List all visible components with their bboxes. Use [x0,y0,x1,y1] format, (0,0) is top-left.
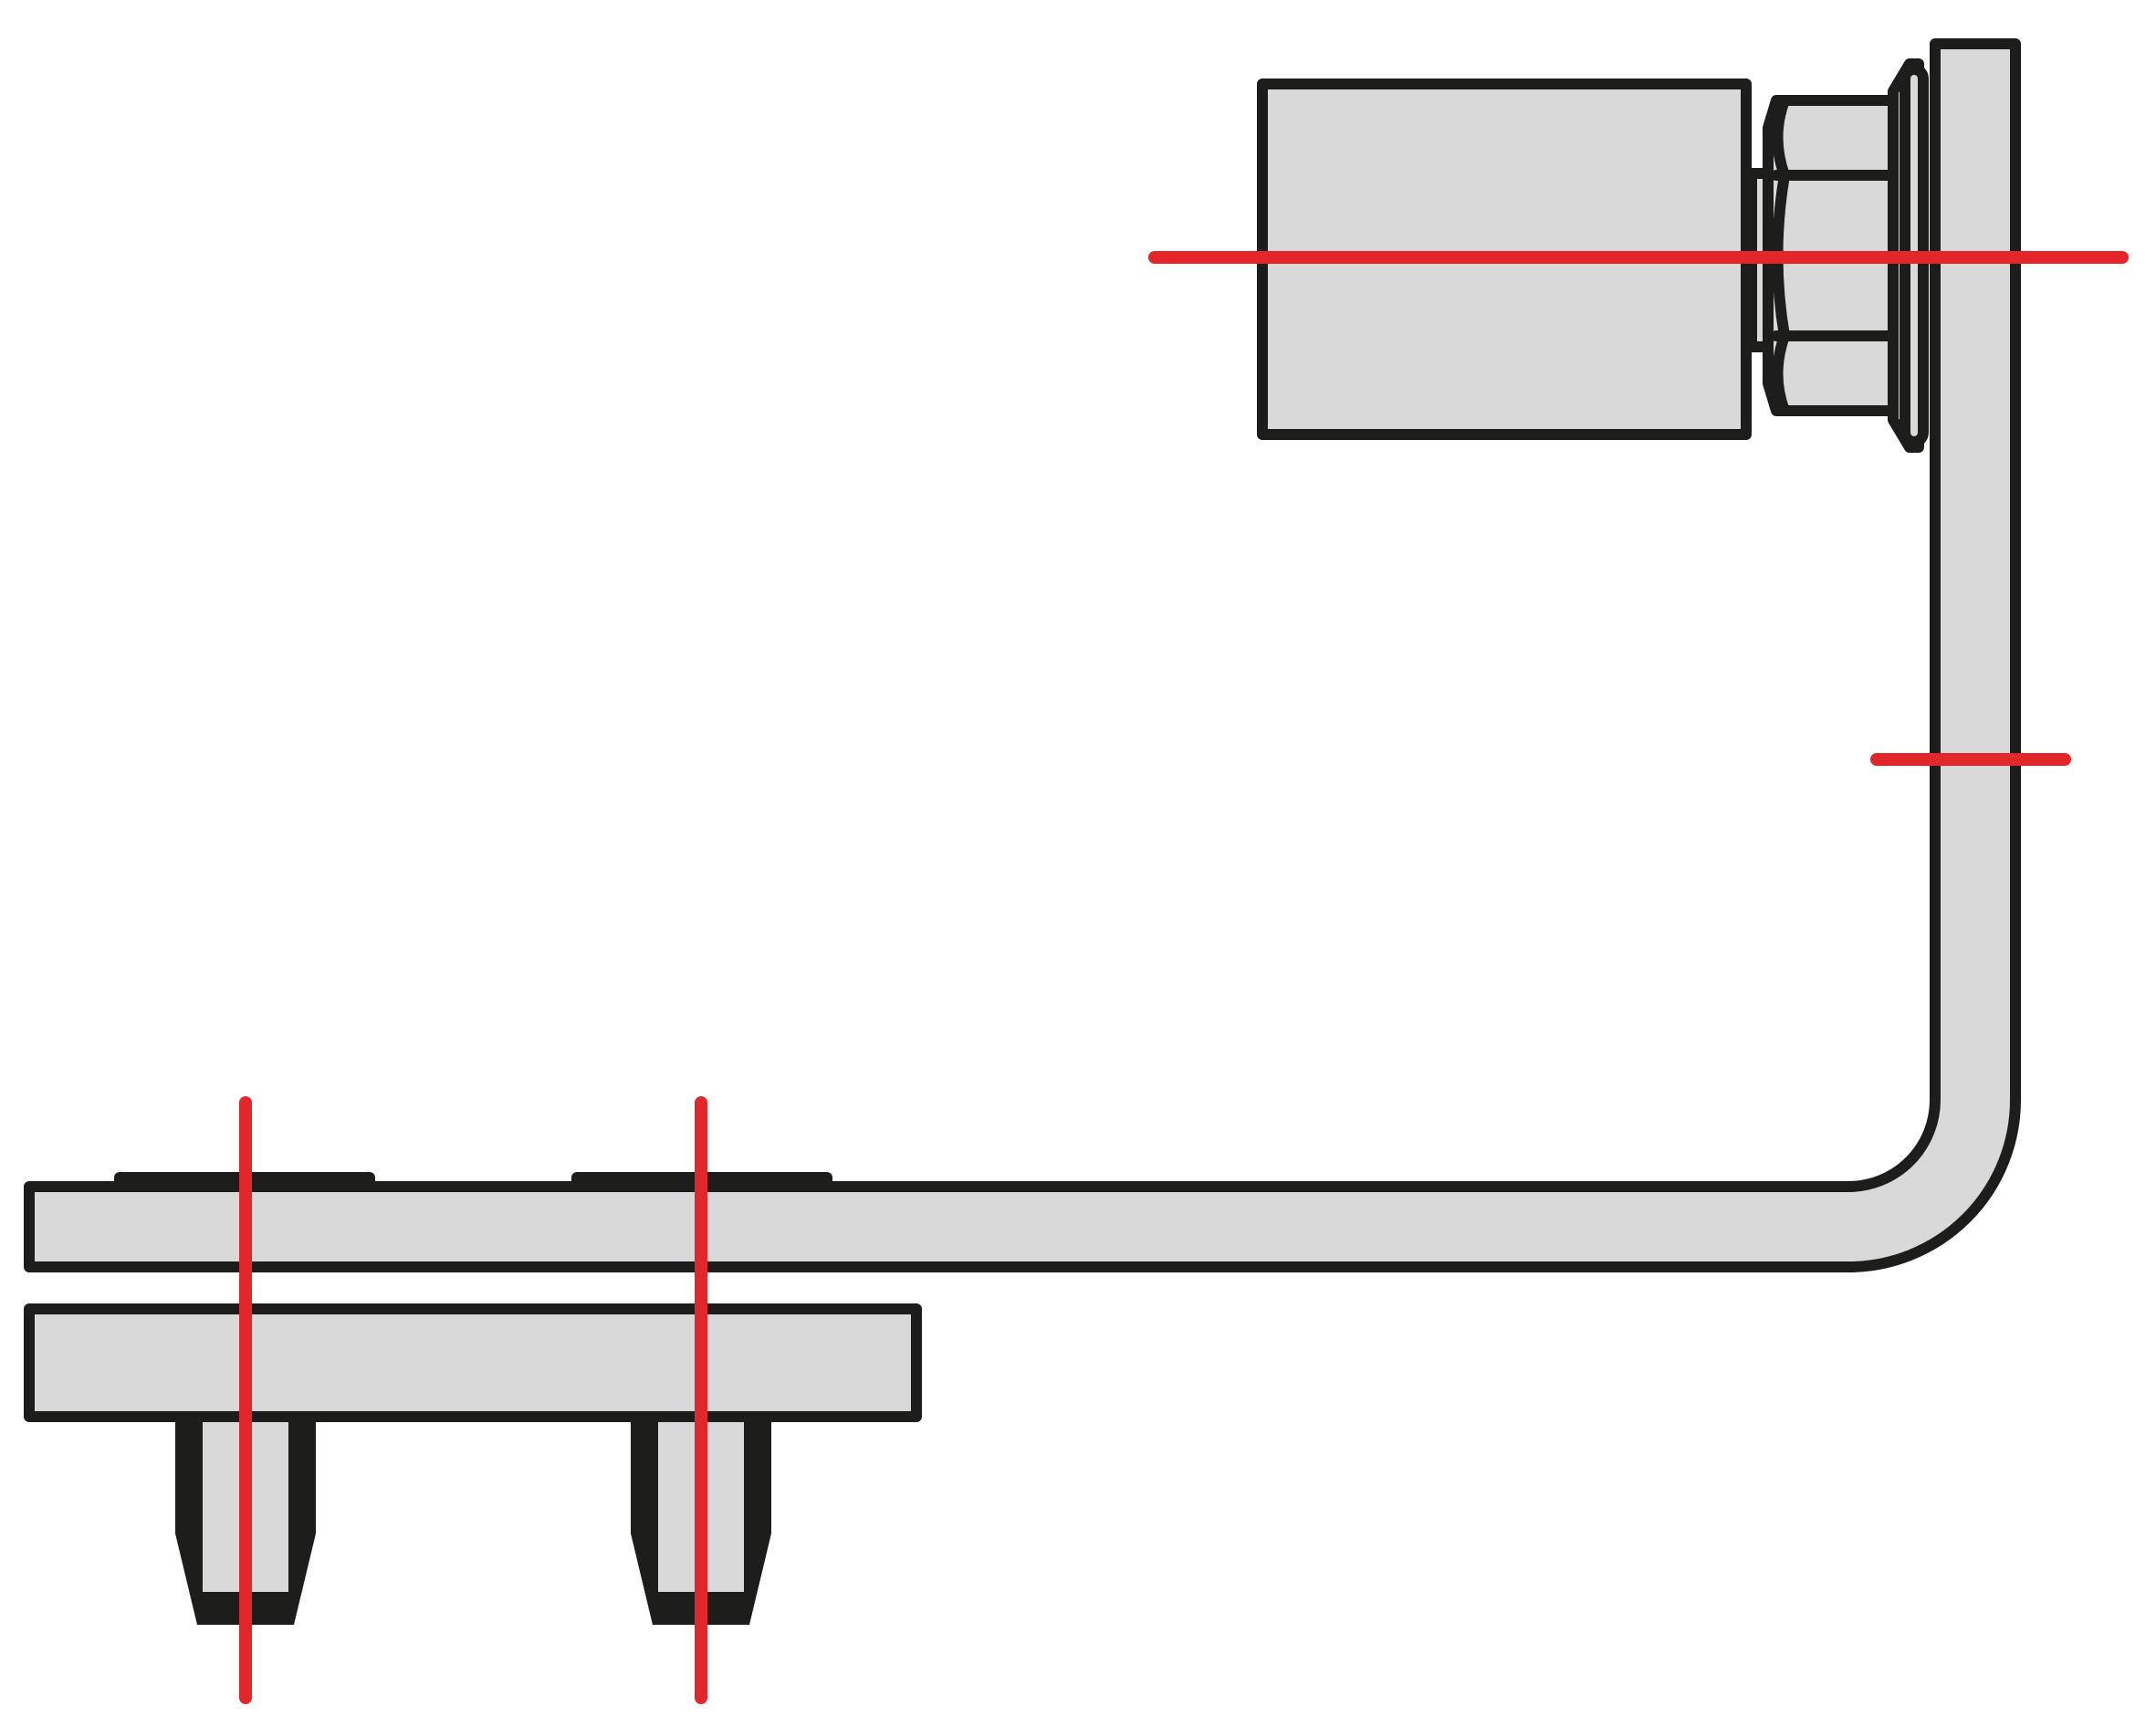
l-bracket [24,38,2021,1272]
mounting-plate [24,1303,922,1422]
